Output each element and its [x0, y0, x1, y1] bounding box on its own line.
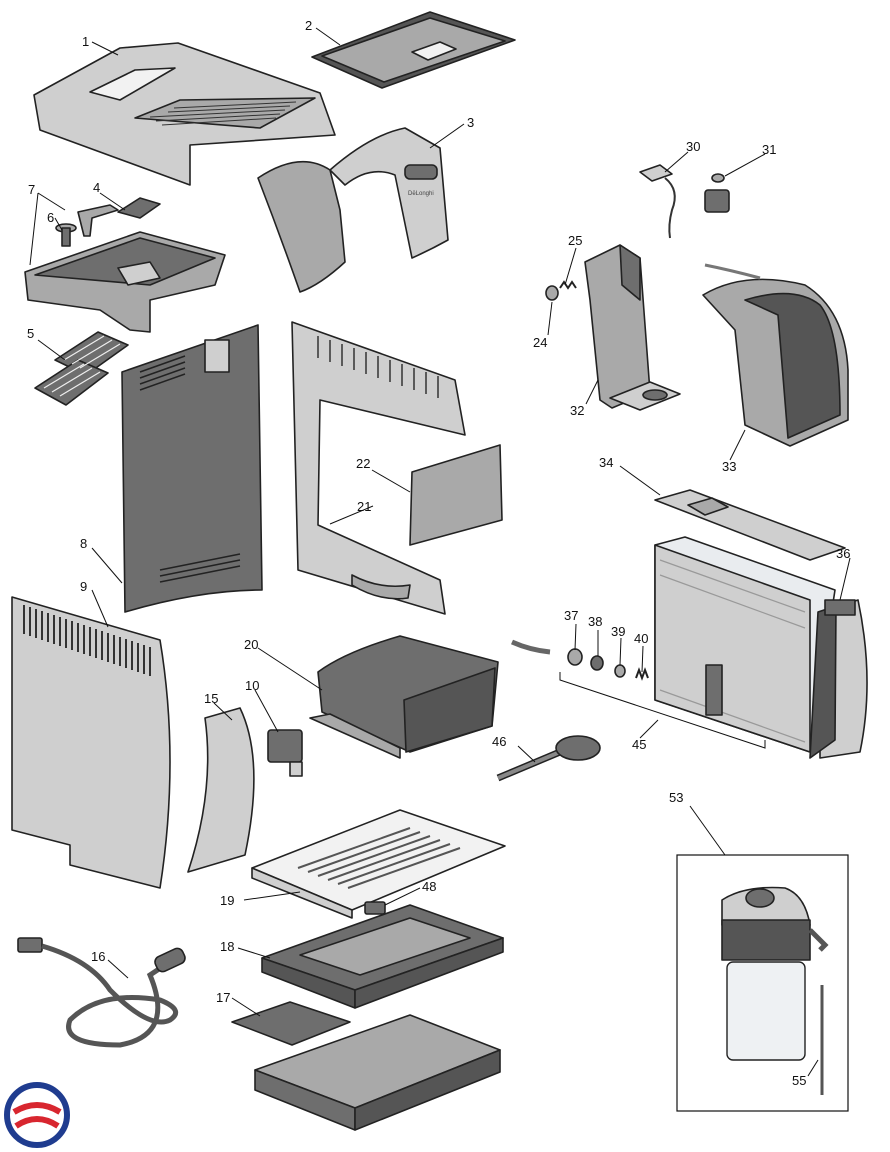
label-55: 55: [792, 1073, 806, 1088]
part-25-spring: [559, 280, 577, 290]
label-34: 34: [599, 455, 613, 470]
part-31-valve: [704, 173, 730, 213]
part-6-knob: [55, 223, 77, 247]
part-9-side-panel: [11, 596, 171, 889]
label-33: 33: [722, 459, 736, 474]
label-53: 53: [669, 790, 683, 805]
label-38: 38: [588, 614, 602, 629]
part-30-sensor: [639, 164, 676, 239]
label-10: 10: [245, 678, 259, 693]
label-36: 36: [836, 546, 850, 561]
part-19-grid-tray: [251, 809, 506, 919]
brand-logo: [4, 1082, 70, 1148]
part-48-clip: [364, 901, 386, 915]
leader-lines: [29, 27, 851, 1077]
part-4-cap: [117, 197, 161, 219]
part-24-plug: [545, 285, 559, 301]
label-19: 19: [220, 893, 234, 908]
label-2: 2: [305, 18, 312, 33]
label-18: 18: [220, 939, 234, 954]
label-39: 39: [611, 624, 625, 639]
part-46-scoop: [496, 735, 601, 782]
part-10-unit: [267, 729, 303, 777]
label-21: 21: [357, 499, 371, 514]
part-33-head: [702, 263, 849, 447]
part-8-side-panel: [121, 324, 263, 613]
label-30: 30: [686, 139, 700, 154]
part-45-water-tank: [654, 536, 836, 753]
part-1-top-frame: [33, 42, 336, 186]
part-number-labels: 1 2 3 4 5 6 7 8 9 10 15 16 17 18 19 20 2…: [27, 18, 850, 1088]
part-7-bean-tray: [24, 231, 226, 333]
label-9: 9: [80, 579, 87, 594]
label-17: 17: [216, 990, 230, 1005]
brand-text: DēLonghi: [408, 191, 434, 197]
label-1: 1: [82, 34, 89, 49]
label-37: 37: [564, 608, 578, 623]
part-17-drip-tray: [231, 1001, 501, 1131]
part-34-tank-lid: [654, 489, 846, 561]
label-15: 15: [204, 691, 218, 706]
label-5: 5: [27, 326, 34, 341]
part-53-milk-jug-box: [676, 854, 849, 1112]
label-48: 48: [422, 879, 436, 894]
label-8: 8: [80, 536, 87, 551]
label-25: 25: [568, 233, 582, 248]
part-20-container: [309, 635, 499, 759]
label-32: 32: [570, 403, 584, 418]
part-21-frame: [291, 321, 466, 615]
label-16: 16: [91, 949, 105, 964]
part-22-panel: [409, 444, 503, 546]
part-15-cover: [187, 707, 255, 873]
part-18-drip-base: [261, 904, 504, 1009]
label-7: 7: [28, 182, 35, 197]
label-31: 31: [762, 142, 776, 157]
label-4: 4: [93, 180, 100, 195]
label-20: 20: [244, 637, 258, 652]
part-36-side-cover: [809, 599, 868, 759]
label-46: 46: [492, 734, 506, 749]
part-2-lid: [311, 11, 516, 89]
part-7-key: [77, 204, 119, 237]
label-40: 40: [634, 631, 648, 646]
part-37-to-40-fittings: [510, 639, 649, 681]
label-22: 22: [356, 456, 370, 471]
label-45: 45: [632, 737, 646, 752]
label-24: 24: [533, 335, 547, 350]
label-6: 6: [47, 210, 54, 225]
part-32-column: [584, 244, 681, 411]
part-5-grids: [34, 331, 129, 406]
label-3: 3: [467, 115, 474, 130]
part-3-front-cover: DēLonghi: [257, 127, 449, 293]
part-16-power-cord: [17, 937, 186, 1048]
